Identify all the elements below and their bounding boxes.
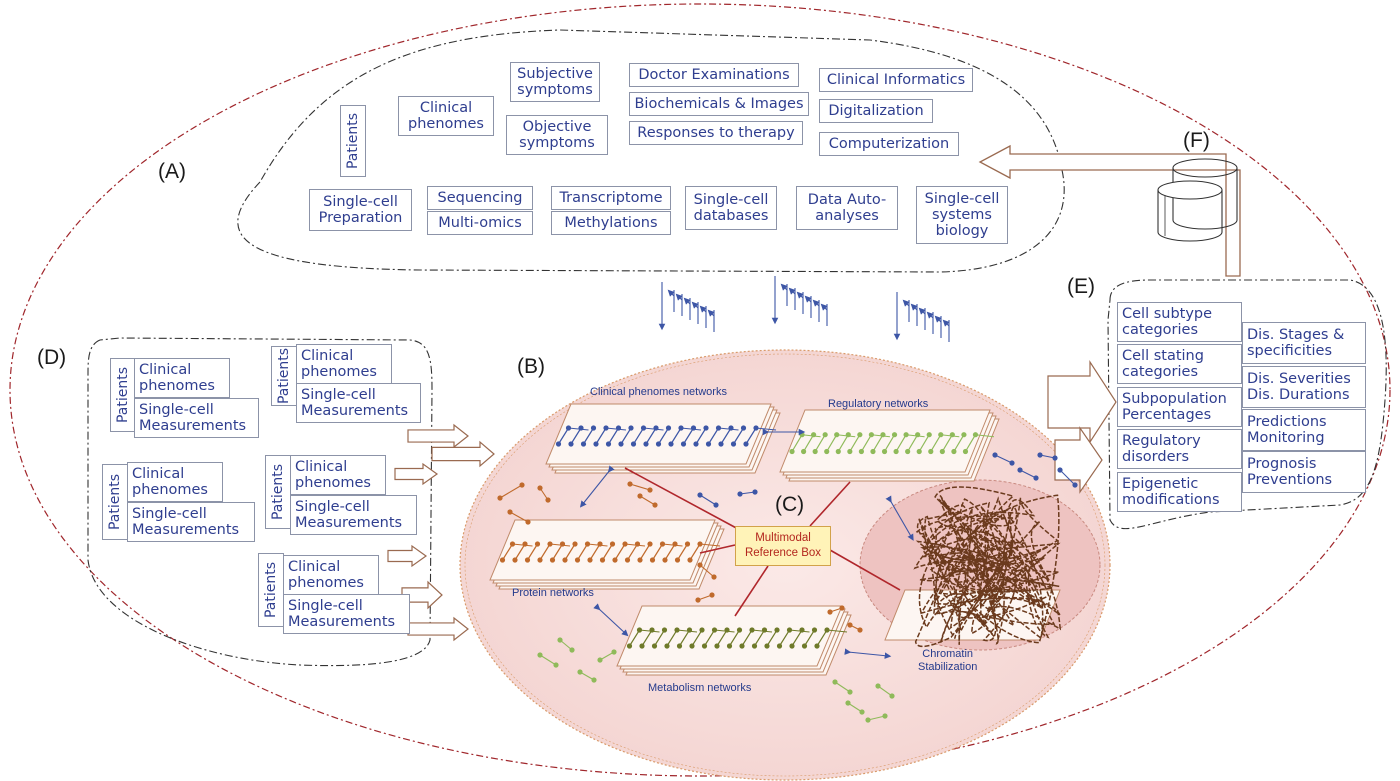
label-clinical-networks: Clinical phenomes networks	[590, 386, 727, 398]
a-transcriptome-box: Transcriptome	[551, 186, 671, 210]
label-chromatin: Chromatin Stabilization	[918, 648, 978, 673]
a-sequencing-box: Sequencing	[427, 186, 533, 210]
label-regulatory-networks: Regulatory networks	[828, 398, 929, 410]
reference-connectors	[624, 467, 901, 617]
region-label-a: (A)	[158, 160, 186, 183]
d-g2-clinical-box: Clinical phenomes	[296, 344, 392, 384]
d-g3-clinical-box: Clinical phenomes	[127, 462, 223, 502]
a-responses-to-therapy-box: Responses to therapy	[629, 121, 803, 145]
a-methylations-box: Methylations	[551, 211, 671, 235]
a-subjective-symptoms-box: Subjective symptoms	[510, 62, 600, 102]
outer-ellipse	[9, 3, 1391, 777]
multimodal-reference-box: Multimodal Reference Box	[735, 526, 831, 566]
a-doctor-examinations-box: Doctor Examinations	[629, 63, 799, 87]
scattered-node-pairs	[497, 452, 1078, 723]
a-single-cell-databases-box: Single-cell databases	[685, 186, 777, 230]
d-g1-clinical-box: Clinical phenomes	[134, 358, 230, 398]
d-g5-clinical-box: Clinical phenomes	[283, 555, 379, 595]
d-g3-patients-box: Patients	[102, 464, 128, 540]
d-g2-measurements-box: Single-cell Measurements	[296, 383, 421, 423]
a-patients-box: Patients	[340, 105, 366, 177]
d-g1-patients-box: Patients	[110, 358, 136, 432]
a-clinical-informatics-box: Clinical Informatics	[819, 68, 973, 92]
e-predictions-box: Predictions Monitoring	[1242, 409, 1366, 451]
region-label-e: (E)	[1067, 275, 1095, 298]
e-regulatory-disorders-box: Regulatory disorders	[1117, 429, 1242, 469]
database-icon	[1157, 158, 1238, 242]
d-g5-patients-label: Patients	[263, 561, 279, 619]
region-label-b: (B)	[517, 355, 545, 378]
d-g4-clinical-box: Clinical phenomes	[290, 455, 386, 495]
d-g2-patients-box: Patients	[271, 346, 297, 406]
d-g4-patients-box: Patients	[265, 455, 291, 529]
region-label-c: (C)	[775, 493, 805, 516]
a-single-cell-systems-biology-box: Single-cell systems biology	[916, 186, 1008, 244]
d-g1-patients-label: Patients	[115, 366, 131, 424]
d-g3-patients-label: Patients	[107, 473, 123, 531]
d-g3-measurements-box: Single-cell Measurements	[127, 502, 255, 542]
network-link-arrows	[579, 428, 914, 659]
d-g5-patients-box: Patients	[258, 553, 284, 627]
label-metabolism-networks: Metabolism networks	[648, 682, 752, 694]
label-protein-networks: Protein networks	[512, 587, 594, 599]
e-dis-stages-box: Dis. Stages & specificities	[1242, 322, 1366, 364]
a-computerization-box: Computerization	[819, 132, 959, 156]
a-digitalization-box: Digitalization	[819, 99, 933, 123]
e-dis-severities-box: Dis. Severities Dis. Durations	[1242, 366, 1366, 408]
region-e-outline	[1107, 279, 1387, 530]
e-epigenetic-box: Epigenetic modifications	[1117, 472, 1242, 512]
a-multi-omics-box: Multi-omics	[427, 211, 533, 235]
a-clinical-phenomes-box: Clinical phenomes	[398, 96, 494, 136]
a-single-cell-preparation-box: Single-cell Preparation	[309, 189, 412, 231]
networks-layer	[489, 403, 1000, 676]
region-d-outline	[87, 337, 433, 667]
region-label-f: (F)	[1183, 129, 1210, 152]
region-label-d: (D)	[37, 346, 67, 369]
b-to-e-arrows	[1047, 359, 1117, 494]
e-cell-stating-box: Cell stating categories	[1117, 344, 1242, 384]
e-subpopulation-box: Subpopulation Percentages	[1117, 387, 1242, 427]
down-arrows	[658, 276, 949, 342]
feedback-arrow-f-to-a	[978, 144, 1241, 277]
e-prognosis-box: Prognosis Preventions	[1242, 451, 1366, 493]
chromatin-tangle	[884, 486, 1062, 648]
d-g1-measurements-box: Single-cell Measurements	[134, 398, 259, 438]
d-g2-patients-label: Patients	[276, 347, 292, 405]
d-g4-measurements-box: Single-cell Measurements	[290, 495, 417, 535]
d-g4-patients-label: Patients	[270, 463, 286, 521]
a-biochemicals-images-box: Biochemicals & Images	[629, 92, 809, 116]
a-patients-label: Patients	[345, 112, 361, 170]
d-g5-measurements-box: Single-cell Measurements	[283, 594, 410, 634]
e-cell-subtype-box: Cell subtype categories	[1117, 302, 1242, 342]
a-data-auto-analyses-box: Data Auto- analyses	[796, 186, 898, 230]
d-to-b-arrows	[387, 423, 495, 642]
a-objective-symptoms-box: Objective symptoms	[506, 115, 608, 155]
